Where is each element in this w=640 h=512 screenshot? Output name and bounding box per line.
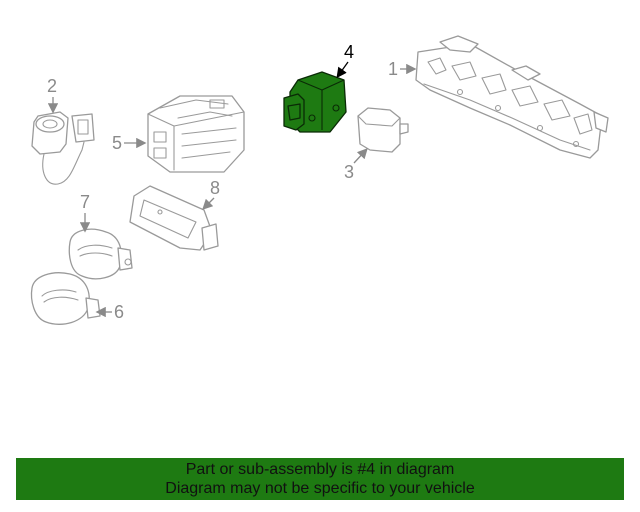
part-4-switch-assembly-highlighted[interactable] — [283, 71, 347, 133]
callout-6: 6 — [114, 302, 124, 322]
part-1-panel-bracket[interactable] — [415, 35, 609, 159]
leader-3 — [353, 148, 368, 164]
callout-8: 8 — [210, 178, 220, 198]
callout-2: 2 — [47, 76, 57, 96]
part-5-control-module[interactable] — [147, 95, 245, 173]
part-3-button-cap[interactable] — [357, 107, 409, 153]
callout-1: 1 — [388, 59, 398, 79]
leader-8 — [202, 197, 215, 210]
callout-5: 5 — [112, 133, 122, 153]
banner-line-2: Diagram may not be specific to your vehi… — [165, 480, 475, 497]
part-8-bezel-frame[interactable] — [129, 185, 219, 251]
callout-7: 7 — [80, 192, 90, 212]
callout-3: 3 — [344, 162, 354, 182]
callout-4: 4 — [344, 42, 354, 62]
part-2-switch-with-harness[interactable] — [31, 111, 95, 185]
part-7-knob-with-body[interactable] — [68, 228, 133, 280]
parts-diagram: 1 2 3 4 — [30, 35, 609, 325]
banner-line-1: Part or sub-assembly is #4 in diagram — [185, 461, 455, 478]
info-banner: Part or sub-assembly is #4 in diagram Di… — [16, 458, 624, 500]
part-6-round-knob[interactable] — [30, 272, 101, 325]
leader-4 — [336, 61, 349, 79]
